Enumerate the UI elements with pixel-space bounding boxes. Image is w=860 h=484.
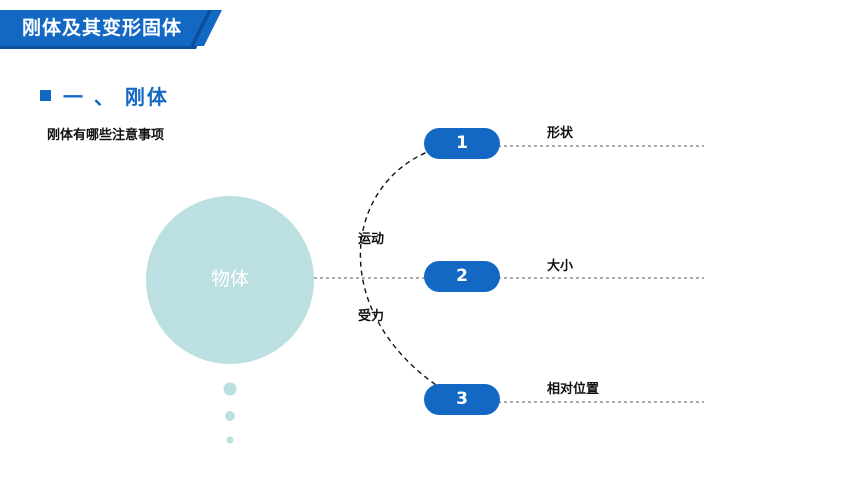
decor-dot-small [226,436,234,444]
section-heading: 一 、 刚体 [40,80,169,110]
item-3-badge: 3 [424,384,500,415]
subtitle: 刚体有哪些注意事项 [47,128,165,143]
curve-label-upper: 运动 [358,232,385,247]
banner-background [0,10,208,46]
banner-stripe [194,10,222,46]
item-1-label: 形状 [547,126,574,141]
item-1-badge: 1 [424,128,500,159]
decor-dot-large [223,382,237,396]
curve-label-lower: 受力 [358,309,385,324]
item-3-label: 相对位置 [547,382,600,397]
title-banner [0,10,222,49]
item-2-label: 大小 [547,259,574,274]
decor-dot-medium [225,411,235,421]
section-heading-text: 一 、 刚体 [63,84,169,109]
banner-title: 刚体及其变形固体 [22,17,183,39]
center-label: 物体 [210,268,249,290]
heading-bullet [40,89,51,101]
curved-connector [359,142,461,401]
item-2-badge: 2 [424,261,500,292]
center-circle [146,196,314,364]
